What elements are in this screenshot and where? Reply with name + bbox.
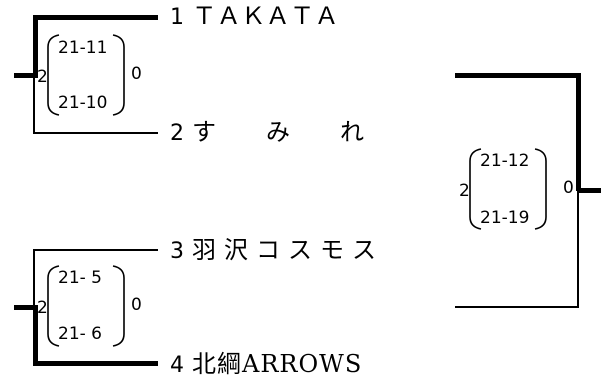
left-parenthesis-icon [47,265,60,347]
team-entry: 4 北綱ARROWS [170,352,362,377]
right-parenthesis-icon [112,265,125,347]
left-parenthesis-icon [469,148,482,230]
right-parenthesis-icon [112,34,125,116]
team-seed: 3 [170,239,184,264]
bracket-line-final-vertical-bottom [577,190,579,308]
match-score-right: 0 [131,295,142,315]
team-entry: 3 羽沢コスモス [170,238,384,263]
bracket-line-final-bottom-horizontal [455,306,579,308]
bracket-line-team3-horizontal [33,249,158,251]
left-parenthesis-icon [47,34,60,116]
bracket-line-team4-horizontal [34,361,158,366]
team-entry: 2 すみれ [170,120,414,145]
bracket-line-final-vertical-top [576,73,581,191]
bracket-line-match2-vertical-bottom [33,307,38,366]
set-score: 21-12 [480,151,530,171]
team-name: 北綱ARROWS [192,350,363,378]
match-score-left: 2 [37,67,48,87]
team-seed: 4 [170,353,184,378]
team-name: すみれ [192,118,414,146]
set-score: 21- 6 [58,324,102,344]
set-score: 21-11 [58,38,108,58]
bracket-line-match2-vertical-top [33,249,35,309]
bracket-line-match1-output [14,73,38,78]
set-score: 21- 5 [58,268,102,288]
match-score-right: 0 [563,178,574,198]
match-score-left: 2 [37,298,48,318]
bracket-line-match1-vertical-bottom [33,75,35,133]
bracket-line-final-top-horizontal [455,73,580,78]
team-entry: 1 ＴＡＫＡＴＡ [170,2,339,30]
team-name: ＴＡＫＡＴＡ [192,2,339,30]
bracket-line-final-output [578,188,601,193]
bracket-line-match2-output [14,305,38,310]
bracket-line-team1-horizontal [34,15,158,20]
right-parenthesis-icon [534,148,547,230]
match-score-left: 2 [459,181,470,201]
team-seed: 2 [170,121,184,146]
team-seed: 1 [170,5,184,30]
set-score: 21-19 [480,208,530,228]
bracket-line-team2-horizontal [33,132,158,134]
match-score-right: 0 [131,64,142,84]
set-score: 21-10 [58,93,108,113]
team-name: 羽沢コスモス [192,236,384,264]
bracket-line-match1-vertical-top [33,15,38,75]
